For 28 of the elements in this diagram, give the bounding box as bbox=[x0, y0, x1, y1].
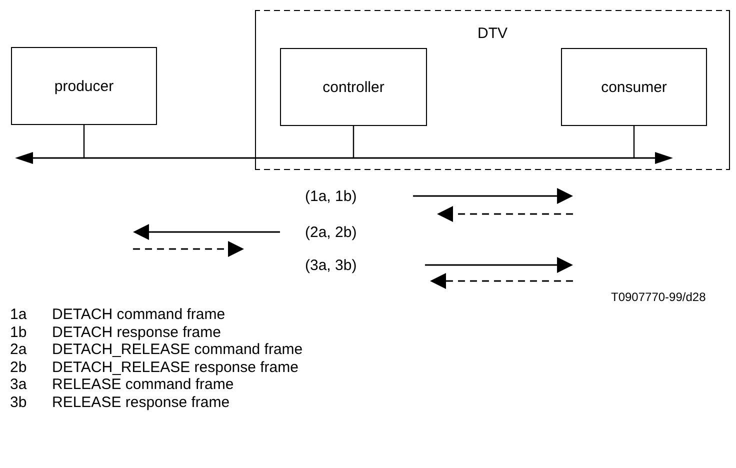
frame-number: 3b bbox=[10, 394, 27, 411]
box-label: producer bbox=[54, 78, 114, 94]
frame-description: DETACH response frame bbox=[52, 324, 221, 341]
frame-description: RELEASE response frame bbox=[52, 394, 230, 411]
connector-line bbox=[352, 126, 354, 158]
process-box bbox=[280, 48, 427, 126]
frame-number: 2a bbox=[10, 341, 27, 358]
box-label: controller bbox=[322, 78, 384, 96]
frame-number: 1b bbox=[10, 324, 27, 341]
connector-line bbox=[83, 125, 85, 158]
frame-description: DETACH_RELEASE command frame bbox=[52, 341, 303, 358]
message-group-label: (3a, 3b) bbox=[305, 257, 357, 274]
message-group-label: (1a, 1b) bbox=[305, 188, 357, 205]
frame-number: 1a bbox=[10, 306, 27, 323]
group-title: DTV bbox=[478, 25, 508, 42]
dashed-group-box bbox=[255, 10, 730, 170]
bus-line bbox=[15, 152, 673, 164]
process-box bbox=[11, 47, 157, 125]
box-label: consumer bbox=[601, 78, 667, 96]
figure-number: T0907770-99/d28 bbox=[611, 289, 706, 306]
frame-number: 2b bbox=[10, 358, 27, 376]
frame-number: 3a bbox=[10, 376, 27, 394]
process-box bbox=[561, 48, 707, 126]
frame-description: RELEASE command frame bbox=[52, 376, 234, 394]
message-group-label: (2a, 2b) bbox=[305, 224, 357, 241]
frame-description: DETACH command frame bbox=[52, 306, 226, 323]
connector-line bbox=[633, 126, 635, 158]
frame-description: DETACH_RELEASE response frame bbox=[52, 358, 298, 376]
